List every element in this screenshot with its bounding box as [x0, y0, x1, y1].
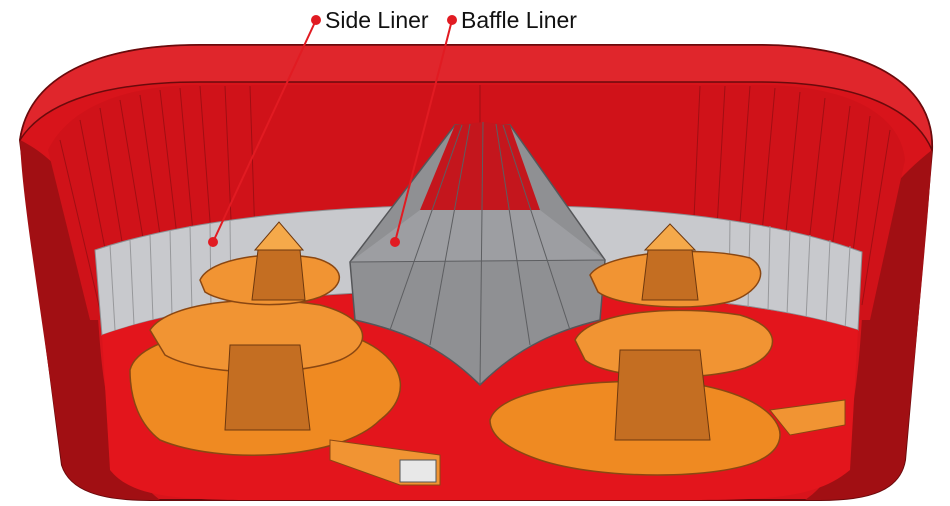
- side-liner-label: Side Liner: [325, 7, 429, 33]
- baffle-liner-label: Baffle Liner: [461, 7, 577, 33]
- baffle-liner-leader-dot-end: [390, 237, 400, 247]
- side-liner-leader-dot-top: [311, 15, 321, 25]
- side-liner-leader-dot-end: [208, 237, 218, 247]
- baffle-liner-leader-dot-top: [447, 15, 457, 25]
